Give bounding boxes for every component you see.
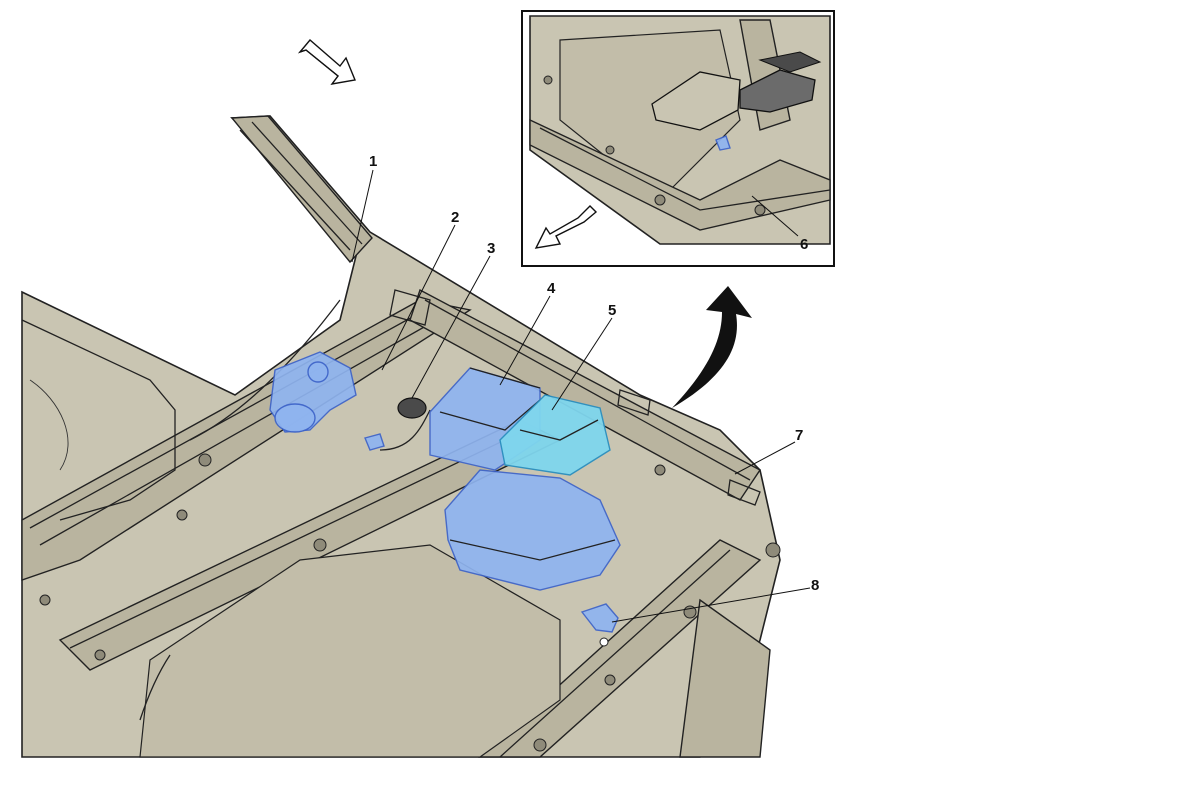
callout-1: 1: [369, 153, 377, 170]
connector-component: [364, 433, 385, 451]
forward-arrow-icon: [534, 205, 598, 249]
callout-8: 8: [811, 577, 819, 594]
curved-arrow-icon: [672, 286, 752, 408]
engine-compartment-fuse-box: [444, 469, 621, 591]
callout-7: 7: [795, 427, 803, 444]
callout-4: 4: [547, 280, 556, 297]
ground-bracket-component: [580, 603, 619, 633]
wiper-motor-component: [269, 351, 357, 433]
callout-2: 2: [451, 209, 459, 226]
callout-3: 3: [487, 240, 495, 257]
callout-6: 6: [800, 236, 808, 253]
main-illustration: [21, 115, 781, 758]
reservoir-cap: [397, 397, 427, 419]
leader-lines: [351, 169, 811, 623]
callout-5: 5: [608, 302, 616, 319]
inset-detail-view: [521, 10, 835, 267]
forward-arrow-icon: [297, 39, 356, 85]
callout-labels: 1 2 3 4 5 6 7 8: [369, 153, 819, 594]
fuse-block-component: [499, 394, 611, 476]
